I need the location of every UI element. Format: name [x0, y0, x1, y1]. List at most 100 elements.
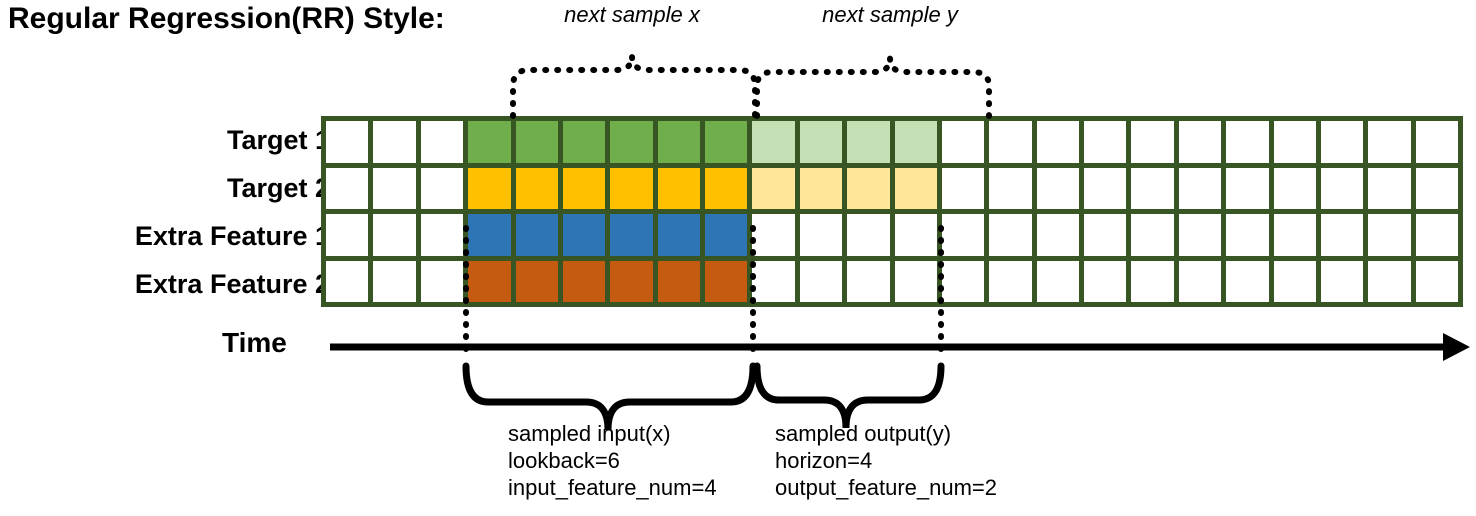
top-annotation-label-next-sample-y: next sample y — [822, 2, 958, 27]
grid-cell — [1320, 214, 1364, 256]
grid-cell — [468, 121, 511, 163]
grid-cell — [989, 167, 1032, 209]
grid-cell — [468, 260, 511, 302]
grid-cell — [562, 121, 606, 163]
grid-cell — [610, 214, 653, 256]
grid-cell — [610, 167, 653, 209]
grid-cell — [657, 260, 700, 302]
bottom-annotation-sampled-input: sampled input(x) lookback=6 input_featur… — [508, 420, 717, 501]
grid-cell — [373, 167, 416, 209]
row-label-extra-feature-1: Extra Feature 1 — [134, 221, 330, 251]
grid-cell — [326, 214, 369, 256]
grid-cell — [752, 214, 795, 256]
grid-cell — [1226, 167, 1269, 209]
grid-cell — [562, 167, 606, 209]
grid-cell — [468, 214, 511, 256]
grid-cell — [1273, 121, 1316, 163]
grid-cell — [847, 167, 890, 209]
timeseries-grid — [321, 116, 1463, 307]
grid-cell — [1320, 121, 1364, 163]
grid-cell — [705, 260, 748, 302]
grid-cell — [847, 260, 890, 302]
grid-cell — [515, 121, 558, 163]
grid-cell — [515, 260, 558, 302]
grid-cell — [420, 260, 464, 302]
sampled-output-line-1: sampled output(y) — [775, 421, 952, 446]
grid-cell — [1036, 214, 1079, 256]
grid-cell — [847, 214, 890, 256]
sampled-input-line-2: lookback=6 — [508, 448, 620, 473]
grid-cell — [705, 121, 748, 163]
time-axis-label: Time — [222, 327, 287, 358]
sampled-output-line-3: output_feature_num=2 — [775, 475, 998, 500]
page-title: Regular Regression(RR) Style: — [8, 2, 445, 35]
grid-cell — [847, 121, 890, 163]
grid-cell — [1084, 167, 1127, 209]
grid-cell — [799, 214, 843, 256]
row-label-extra-feature-2: Extra Feature 2 — [134, 269, 330, 299]
grid-cell — [1036, 167, 1079, 209]
grid-cell — [1273, 260, 1316, 302]
grid-cell — [1131, 121, 1174, 163]
sampled-input-line-1: sampled input(x) — [508, 421, 671, 446]
grid-cell — [1131, 214, 1174, 256]
grid-cell — [1178, 167, 1222, 209]
grid-cell — [373, 214, 416, 256]
grid-cell — [326, 121, 369, 163]
grid-cell — [1084, 121, 1127, 163]
grid-cell — [1084, 260, 1127, 302]
grid-row — [326, 260, 1458, 302]
grid-cell — [373, 121, 416, 163]
row-label-target-1: Target 1 — [226, 125, 330, 155]
grid-cell — [752, 121, 795, 163]
grid-cell — [989, 214, 1032, 256]
grid-cell — [1273, 214, 1316, 256]
grid-row — [326, 214, 1458, 256]
grid-cell — [1415, 167, 1458, 209]
grid-cell — [799, 167, 843, 209]
top-brace-next-sample-y — [754, 57, 992, 119]
grid-cell — [420, 214, 464, 256]
bottom-brace-sampled-output — [753, 362, 945, 429]
grid-cell — [1273, 167, 1316, 209]
grid-cell — [1036, 121, 1079, 163]
grid-cell — [657, 121, 700, 163]
grid-cell — [1320, 260, 1364, 302]
time-axis-arrow-icon — [1443, 333, 1470, 361]
grid-cell — [941, 260, 985, 302]
grid-cell — [515, 167, 558, 209]
row-label-target-2: Target 2 — [226, 173, 330, 203]
grid-cell — [657, 167, 700, 209]
grid-cell — [420, 167, 464, 209]
grid-cell — [1131, 167, 1174, 209]
grid-cell — [420, 121, 464, 163]
grid-cell — [1178, 214, 1222, 256]
grid-cell — [1368, 214, 1411, 256]
grid-cell — [1368, 260, 1411, 302]
grid-cell — [1178, 121, 1222, 163]
grid-cell — [1368, 167, 1411, 209]
grid-cell — [1036, 260, 1079, 302]
grid-cell — [941, 121, 985, 163]
grid-cell — [373, 260, 416, 302]
grid-cell — [1084, 214, 1127, 256]
top-annotation-label-next-sample-x: next sample x — [564, 2, 700, 27]
grid-cell — [562, 260, 606, 302]
grid-cell — [610, 121, 653, 163]
grid-cell — [752, 260, 795, 302]
grid-cell — [989, 121, 1032, 163]
grid-cell — [894, 214, 937, 256]
grid-cell — [326, 260, 369, 302]
grid-cell — [799, 121, 843, 163]
grid-cell — [1368, 121, 1411, 163]
grid-cell — [1415, 121, 1458, 163]
grid-cell — [941, 214, 985, 256]
grid-cell — [326, 167, 369, 209]
grid-cell — [562, 214, 606, 256]
grid-cell — [705, 167, 748, 209]
grid-cell — [894, 260, 937, 302]
grid-cell — [515, 214, 558, 256]
grid-cell — [752, 167, 795, 209]
grid-cell — [1415, 214, 1458, 256]
